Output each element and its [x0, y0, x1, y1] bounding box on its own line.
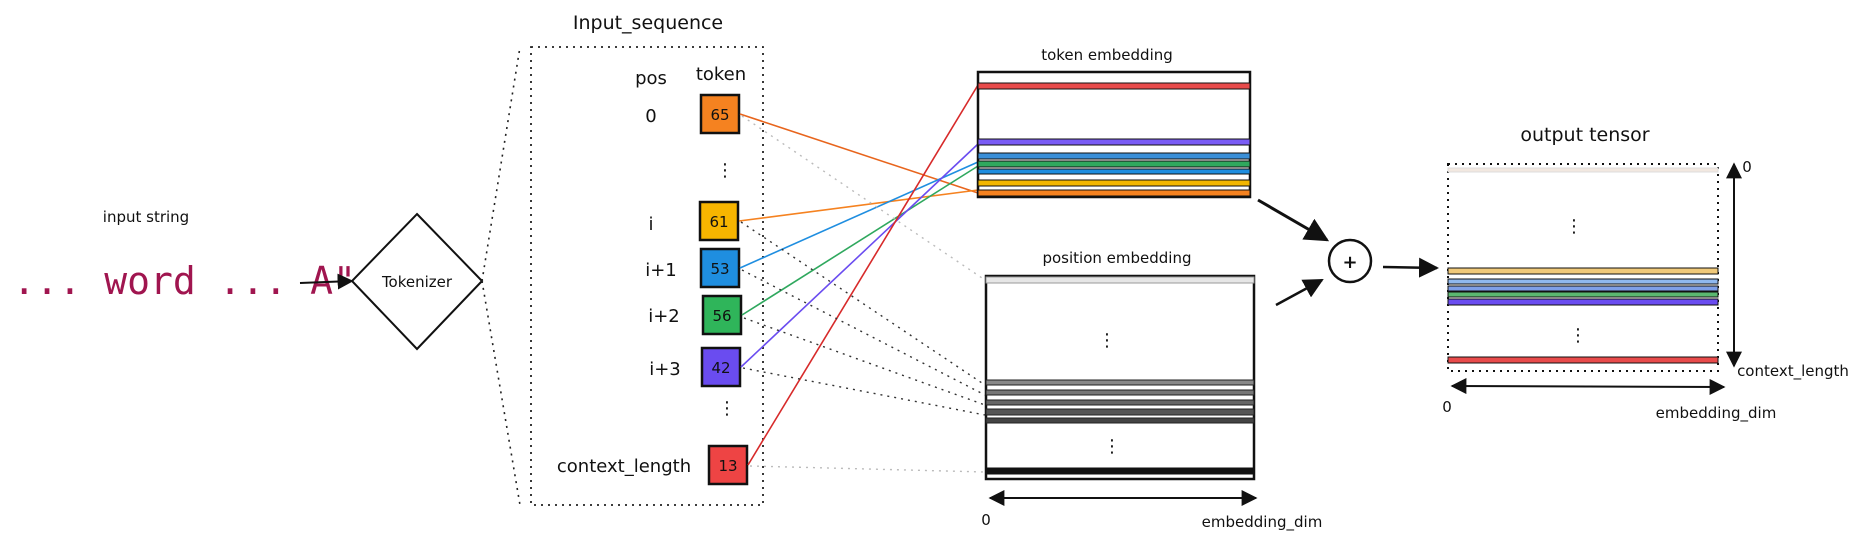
token-box-65-fill [699, 93, 741, 135]
output-tensor-title: output tensor [1520, 124, 1649, 146]
token-emb-row-yellow [977, 179, 1251, 187]
token-ellipsis-lower: ⋮ [718, 398, 736, 419]
pos-emb-row-band-2 [985, 389, 1255, 396]
output-axis-x-end: embedding_dim [1656, 404, 1777, 423]
token-emb-row-blue [977, 152, 1251, 160]
token-embedding-box [976, 70, 1252, 199]
output-axis-horizontal [1450, 378, 1726, 395]
token-ellipsis-upper: ⋮ [716, 160, 734, 181]
plus-symbol: + [1342, 252, 1357, 273]
token-box-13: 13 [707, 444, 749, 486]
pos-emb-row-band-3 [985, 399, 1255, 406]
link-65-token-emb [739, 113, 979, 194]
position-embedding-box [984, 274, 1256, 481]
pos-label-context-length: context_length [557, 456, 691, 477]
token-box-56-text: 56 [712, 307, 731, 325]
input-string-text: "z ... word ... A" [0, 259, 356, 303]
output-axis-y-start: 0 [1742, 158, 1752, 176]
output-tensor-box [1447, 163, 1719, 372]
pos-link-context-length [749, 465, 986, 473]
pos-emb-axis-end: embedding_dim [1202, 513, 1323, 532]
pos-emb-row-top [985, 276, 1255, 284]
pos-emb-axis-start: 0 [981, 511, 991, 529]
token-emb-row-green [977, 160, 1251, 168]
link-42-token-emb [740, 143, 979, 368]
pos-label-i2: i+2 [648, 306, 680, 327]
output-axis-x-start: 0 [1442, 398, 1452, 416]
token-box-61-text: 61 [709, 213, 728, 231]
token-box-61: 61 [698, 200, 740, 242]
token-box-56-fill [701, 294, 743, 336]
link-56-token-emb [741, 165, 979, 316]
token-embedding-title: token embedding [1041, 46, 1173, 64]
pos-label-i: i [648, 214, 653, 235]
output-row-top [1447, 167, 1719, 173]
pos-emb-row-band-1 [985, 379, 1255, 386]
token-box-13-text: 13 [718, 457, 737, 475]
pos-link-i2 [743, 317, 986, 406]
token-box-53-text: 53 [710, 260, 729, 278]
token-box-65-text: 65 [710, 106, 729, 124]
fan-line-bottom [481, 280, 521, 506]
tokenizer-label: Tokenizer [381, 273, 453, 291]
pos-label-0: 0 [645, 106, 656, 127]
pos-emb-ellipsis-lower: ⋮ [1103, 436, 1121, 457]
tokenizer-diamond [350, 212, 484, 351]
arrow-to-tokenizer [299, 273, 354, 290]
output-ellipsis-upper: ⋮ [1565, 216, 1583, 237]
pos-header: pos [635, 68, 667, 89]
arrow-pos-emb-to-plus [1275, 278, 1324, 307]
token-box-53-fill [699, 247, 741, 289]
arrow-plus-to-output [1382, 257, 1439, 278]
arrow-token-emb-to-plus [1257, 198, 1330, 242]
token-box-13-fill [707, 444, 749, 486]
token-box-42-text: 42 [711, 359, 730, 377]
pos-emb-ellipsis-upper: ⋮ [1098, 330, 1116, 351]
output-row-tan [1447, 267, 1719, 275]
output-row-green [1447, 291, 1719, 298]
output-ellipsis-lower: ⋮ [1569, 325, 1587, 346]
fan-line-top [481, 46, 521, 282]
token-box-61-fill [698, 200, 740, 242]
input-string-label: input string [103, 208, 189, 226]
token-box-42: 42 [700, 346, 742, 388]
token-emb-row-lightblue [977, 168, 1251, 175]
plus-circle [1327, 238, 1373, 284]
input-sequence-box [530, 46, 764, 506]
pos-emb-row-band-5 [985, 417, 1255, 424]
position-embedding-title: position embedding [1042, 249, 1191, 267]
output-row-red [1447, 356, 1719, 364]
token-box-53: 53 [699, 247, 741, 289]
input-sequence-title: Input_sequence [573, 12, 723, 34]
pos-emb-row-band-4 [985, 408, 1255, 416]
token-emb-row-red [977, 82, 1251, 90]
token-box-65: 65 [699, 93, 741, 135]
token-emb-row-purple [977, 138, 1251, 146]
link-13-token-emb [747, 84, 979, 466]
output-row-lightblue [1447, 278, 1719, 285]
pos-link-0 [741, 115, 986, 281]
pos-emb-row-last [985, 467, 1255, 475]
token-box-42-fill [700, 346, 742, 388]
token-box-56: 56 [701, 294, 743, 336]
pos-label-i1: i+1 [645, 260, 677, 281]
token-emb-row-orange [977, 189, 1251, 197]
output-axis-y-end: context_length [1737, 362, 1849, 381]
link-53-token-emb [739, 161, 979, 269]
link-61-token-emb [738, 189, 979, 222]
pos-label-i3: i+3 [649, 359, 681, 380]
output-row-purple [1447, 298, 1719, 306]
token-header: token [696, 64, 746, 85]
output-row-blue [1447, 285, 1719, 292]
